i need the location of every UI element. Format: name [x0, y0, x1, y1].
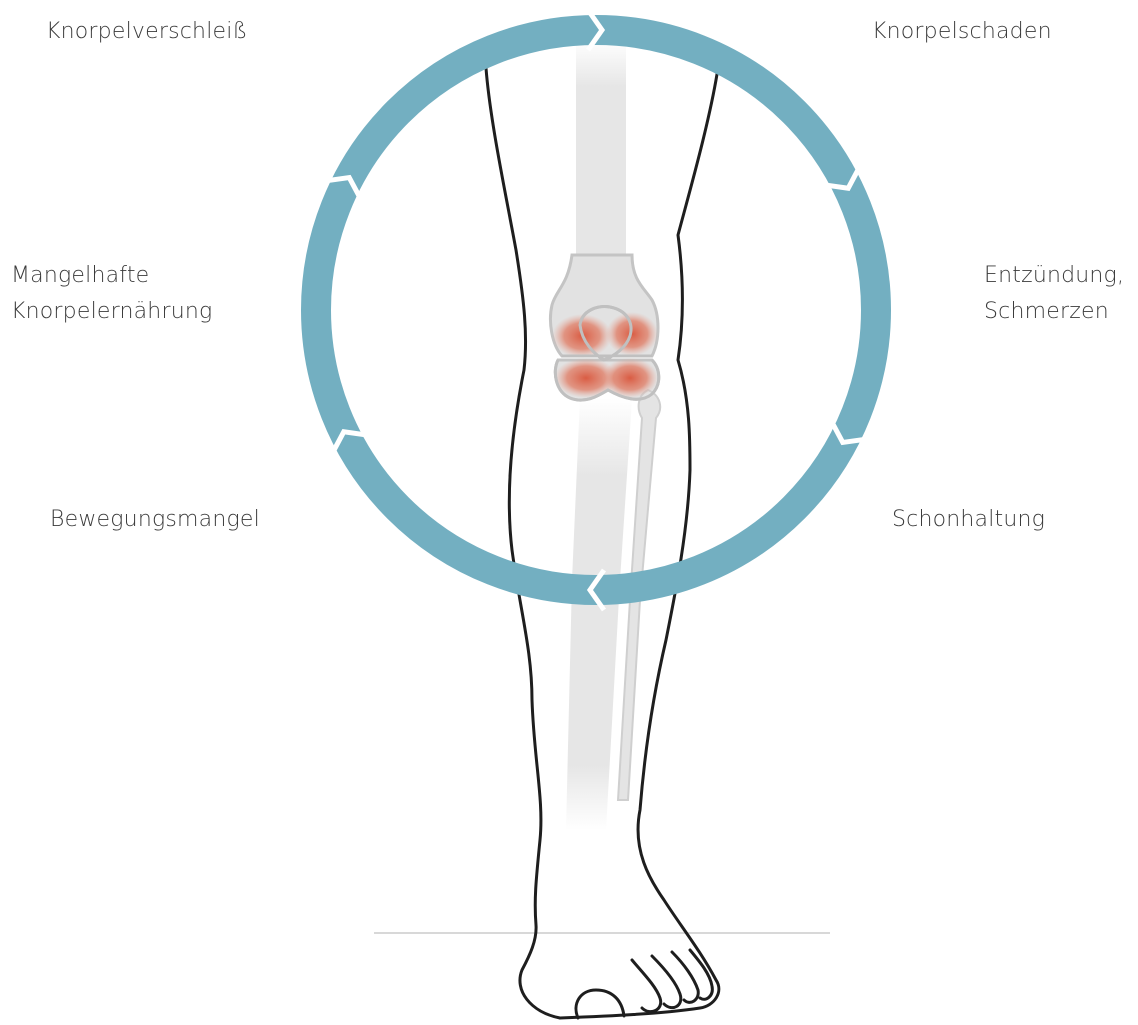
label-poor-cartilage-nutrition: Mangelhafte Knorpelernährung: [11, 258, 212, 330]
label-protective-posture: Schonhaltung: [892, 502, 1045, 538]
label-inflammation-pain: Entzündung, Schmerzen: [984, 258, 1124, 330]
knee-bones: [550, 40, 660, 830]
label-lack-of-movement: Bewegungsmangel: [50, 502, 260, 538]
label-cartilage-damage: Knorpelschaden: [872, 14, 1052, 50]
label-cartilage-wear: Knorpelverschleiß: [46, 14, 248, 50]
